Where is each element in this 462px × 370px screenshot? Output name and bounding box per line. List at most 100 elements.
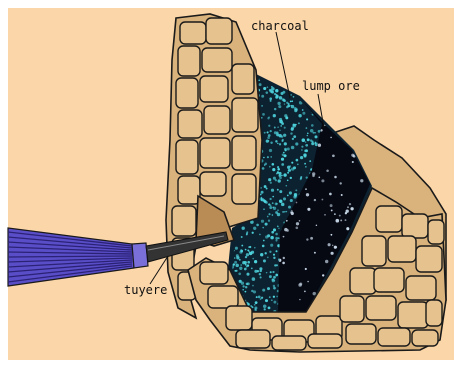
lump-ore-speckle [316,225,317,226]
charcoal-speckle [254,306,257,309]
charcoal-speckle [268,220,270,222]
charcoal-speckle [266,139,269,142]
charcoal-speckle [272,207,273,208]
charcoal-speckle [291,162,293,164]
charcoal-speckle [245,291,247,293]
charcoal-speckle [275,233,278,236]
charcoal-speckle [260,253,263,256]
lump-ore-speckle [299,299,300,300]
charcoal-speckle [254,247,256,249]
charcoal-speckle [269,251,271,253]
charcoal-speckle [279,174,282,177]
lump-ore-speckle [347,206,349,208]
stone-block [398,302,428,328]
charcoal-speckle [280,125,282,127]
charcoal-speckle [240,249,242,251]
lump-ore-speckle [326,170,329,173]
charcoal-speckle [273,296,275,298]
charcoal-speckle [273,228,276,231]
charcoal-speckle [266,272,268,274]
lump-ore-speckle [331,252,334,255]
lump-ore-speckle [330,137,332,139]
charcoal-speckle [279,190,282,193]
charcoal-speckle [270,90,273,93]
lump-ore-speckle [307,281,309,283]
lump-ore-speckle [332,154,335,157]
stone-block [378,328,410,346]
charcoal-speckle [290,94,292,96]
charcoal-speckle [256,296,258,298]
charcoal-speckle [300,177,302,179]
charcoal-speckle [269,206,272,209]
charcoal-speckle [297,163,299,165]
lump-ore-speckle [307,208,310,211]
charcoal-speckle [293,124,296,127]
charcoal-speckle [301,146,303,148]
charcoal-speckle [247,264,250,267]
charcoal-speckle [245,264,247,266]
lump-ore-speckle [304,290,306,292]
charcoal-speckle [284,127,286,129]
charcoal-speckle [269,97,272,100]
lump-ore-speckle [306,193,309,196]
charcoal-speckle [263,157,265,159]
charcoal-speckle [293,96,295,98]
lump-ore-speckle [334,176,337,179]
charcoal-speckle [238,272,241,275]
stone-block [178,176,200,204]
charcoal-speckle [277,209,279,211]
charcoal-speckle [301,149,302,150]
charcoal-speckle [276,296,278,298]
charcoal-speckle [246,253,249,256]
stone-block [226,306,252,330]
stone-block [340,296,364,322]
charcoal-speckle [267,257,269,259]
stone-block [388,236,416,262]
charcoal-speckle [279,118,282,121]
charcoal-speckle [261,297,263,299]
lump-ore-speckle [318,176,320,178]
lump-ore-speckle [296,222,299,225]
lump-ore-speckle [312,172,315,175]
charcoal-speckle [277,226,279,228]
lump-ore-speckle [296,202,298,204]
charcoal-speckle [264,200,267,203]
charcoal-speckle [267,86,269,88]
lump-ore-speckle [305,268,307,270]
charcoal-speckle [272,202,274,204]
charcoal-speckle [273,301,276,304]
stone-block [200,76,228,102]
charcoal-speckle [272,271,274,273]
charcoal-speckle [242,227,245,230]
charcoal-speckle [276,250,278,252]
charcoal-speckle [242,261,245,264]
charcoal-speckle [298,122,300,124]
charcoal-speckle [235,247,238,250]
lump-ore-speckle [325,260,328,263]
charcoal-speckle [253,290,256,293]
lump-ore-speckle [314,252,316,254]
charcoal-speckle [267,234,270,237]
charcoal-speckle [264,308,266,310]
lump-ore-speckle [314,199,316,201]
charcoal-speckle [273,257,275,259]
charcoal-speckle [270,244,273,247]
charcoal-speckle [240,264,242,266]
charcoal-speckle [281,140,283,142]
charcoal-speckle [284,103,285,104]
charcoal-speckle [314,143,316,145]
charcoal-speckle [270,142,272,144]
lump-ore-speckle [331,209,333,211]
charcoal-speckle [289,191,292,194]
stone-block [200,172,226,196]
charcoal-speckle [284,211,286,213]
charcoal-speckle [274,108,276,110]
stone-block [406,276,436,300]
lump-ore-speckle [346,210,349,213]
charcoal-speckle [233,263,235,265]
charcoal-speckle [281,203,285,207]
charcoal-label: charcoal [251,19,309,33]
stone-block [412,330,438,346]
lump-ore-speckle [334,213,336,215]
charcoal-speckle [295,142,298,145]
